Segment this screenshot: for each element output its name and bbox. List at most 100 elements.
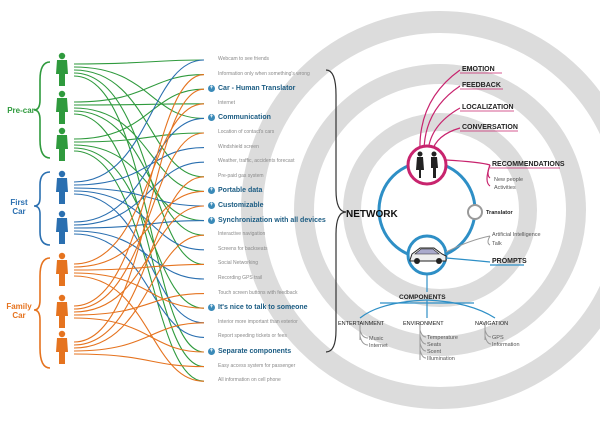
navigation-label: NAVIGATION: [475, 321, 508, 327]
need-major: +Synchronization with all devices: [208, 216, 326, 224]
need-major: +Separate components: [208, 348, 291, 355]
person-icon: [56, 170, 68, 204]
link-curve: [73, 132, 205, 310]
need-label: Communication: [218, 114, 271, 122]
link-curve: [73, 88, 205, 140]
need-minor: Webcam to see friends: [218, 56, 270, 62]
link-curve: [73, 74, 205, 103]
link-curve: [73, 275, 205, 382]
link-curve: [73, 113, 205, 368]
link-curve: [73, 293, 205, 316]
network-brace: [325, 69, 347, 353]
person-icon: [56, 127, 68, 161]
need-minor: Touch screen buttons with feedback: [218, 289, 298, 296]
person-icon: [56, 210, 68, 244]
need-minor: All information on cell phone: [218, 377, 281, 384]
need-label: It's nice to talk to someone: [218, 304, 308, 312]
magenta-underlines: [460, 72, 560, 169]
link-curve: [73, 103, 205, 265]
link-curve: [73, 69, 205, 178]
link-curve: [73, 205, 205, 313]
link-curve: [73, 110, 205, 236]
navigation-item: GPS: [492, 335, 504, 341]
familycar-brace: [33, 257, 51, 369]
environment-item: Illumination: [427, 356, 455, 362]
person-icon: [56, 252, 68, 286]
link-curve: [73, 233, 205, 338]
plus-bullet-icon: +: [208, 187, 215, 195]
precar-brace: [33, 61, 51, 159]
environment-label: ENVIRONMENT: [403, 321, 444, 327]
link-curve: [73, 147, 205, 186]
link-curve: [73, 147, 205, 309]
person-icon: [56, 330, 68, 364]
need-label: Separate components: [218, 348, 292, 355]
couple-icon: [416, 151, 438, 178]
persona-need-links: [73, 59, 205, 382]
car-icon: [409, 247, 447, 264]
need-minor: Pre-paid gas system: [218, 172, 264, 179]
recommendation-item: New people: [494, 177, 523, 183]
link-curve: [73, 59, 205, 183]
need-label: Customizable: [218, 202, 264, 209]
need-minor: Social Networking: [218, 260, 259, 267]
plus-bullet-icon: +: [208, 202, 215, 209]
link-curve: [73, 190, 205, 268]
environment-item: Seats: [427, 342, 441, 348]
link-curve: [73, 263, 205, 271]
entertainment-item: Music: [369, 336, 384, 342]
environment-item: Temperature: [427, 335, 458, 341]
grey-branches: [359, 235, 492, 360]
ai-item: Talk: [492, 241, 502, 247]
need-label: Car - Human Translator: [218, 85, 296, 93]
plus-bullet-icon: +: [208, 304, 215, 312]
plus-bullet-icon: +: [208, 216, 215, 224]
need-minor: Easy access system for passenger: [218, 362, 296, 369]
group-label-familycar: Family Car: [6, 302, 32, 320]
link-curve: [73, 230, 205, 280]
recommendations-label: RECOMMENDATIONS: [492, 161, 565, 168]
need-minor: Recording GPS trail: [218, 275, 263, 281]
branch-localization: LOCALIZATION: [462, 104, 514, 111]
firstcar-brace: [33, 171, 51, 246]
entertainment-label: ENTERTAINMENT: [338, 321, 385, 327]
link-curve: [73, 161, 205, 226]
blue-branches: [359, 257, 524, 319]
link-curve: [73, 72, 205, 265]
need-minor: Internet: [218, 99, 235, 106]
need-minor: Interactive navigation: [218, 231, 266, 238]
components-label: COMPONENTS: [399, 294, 446, 301]
need-label: Portable data: [218, 187, 263, 195]
person-icon: [56, 90, 68, 124]
translator-node[interactable]: [467, 204, 483, 220]
need-minor: Screens for backseats: [218, 245, 268, 252]
plus-bullet-icon: +: [208, 114, 215, 122]
group-label-precar: Pre-car: [7, 106, 35, 115]
group-label-firstcar: First Car: [10, 198, 28, 216]
need-major: +It's nice to talk to someone: [208, 304, 308, 312]
link-curve: [73, 59, 205, 65]
couple-node: [406, 144, 448, 186]
need-minor: Weather, traffic, accidents forecast: [218, 158, 295, 165]
group-braces: [33, 61, 51, 369]
person-icon: [56, 52, 68, 86]
persona-figures: [56, 52, 68, 364]
environment-item: Scent: [427, 349, 442, 355]
link-curve: [73, 322, 205, 352]
link-curve: [73, 234, 205, 349]
link-curve: [73, 107, 205, 192]
need-label: Synchronization with all devices: [218, 216, 326, 224]
link-curve: [73, 150, 205, 382]
translator-label: Translator: [486, 210, 513, 216]
network-title: NETWORK: [346, 209, 398, 220]
link-curve: [73, 317, 205, 353]
link-curve: [73, 353, 205, 368]
branch-conversation: CONVERSATION: [462, 124, 518, 131]
need-minor: Information only when something's wrong: [218, 70, 310, 77]
link-curve: [73, 220, 205, 229]
ai-item: Artificial Intelligence: [492, 232, 541, 238]
link-curve: [73, 74, 205, 307]
person-icon: [56, 294, 68, 328]
entertainment-item: Internet: [369, 343, 388, 349]
